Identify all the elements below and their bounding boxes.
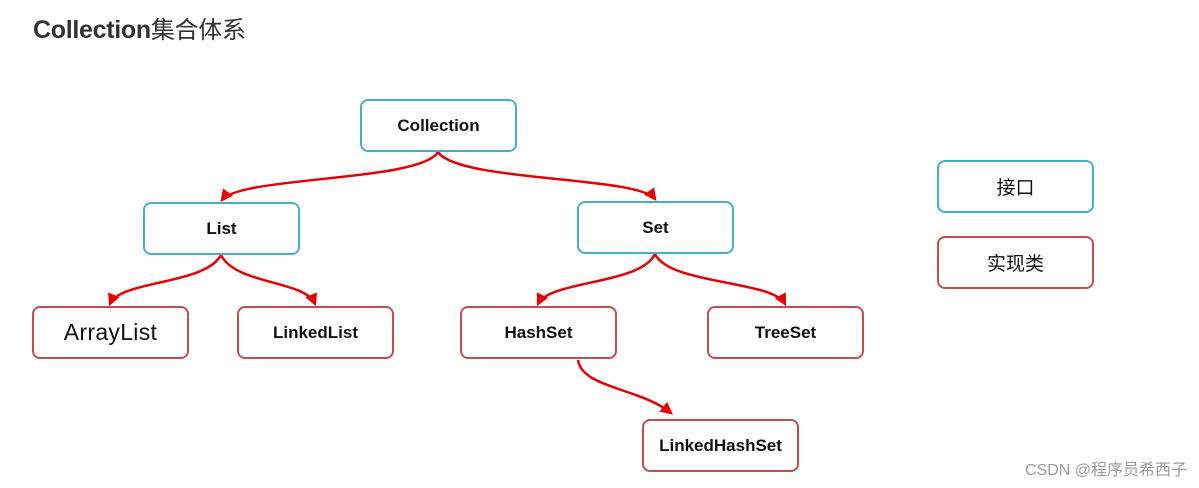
arrow-list-arraylist — [108, 254, 223, 307]
arrow-collection-list — [220, 151, 440, 202]
node-list: List — [143, 202, 300, 255]
arrow-set-treeset — [653, 253, 787, 307]
legend-interface: 接口 — [937, 160, 1094, 213]
node-treeset: TreeSet — [707, 306, 864, 359]
node-set: Set — [577, 201, 734, 254]
node-arraylist: ArrayList — [32, 306, 189, 359]
node-hashset: HashSet — [460, 306, 617, 359]
arrow-hashset-linkedhashset — [576, 359, 673, 415]
node-collection: Collection — [360, 99, 517, 152]
arrow-set-hashset — [536, 253, 657, 307]
node-linkedhashset: LinkedHashSet — [642, 419, 799, 472]
watermark: CSDN @程序员希西子 — [1024, 462, 1187, 479]
arrow-list-linkedlist — [219, 254, 317, 307]
legend-impl: 实现类 — [937, 236, 1094, 289]
node-linkedlist: LinkedList — [237, 306, 394, 359]
arrow-collection-set — [436, 151, 657, 202]
page-title: Collection集合体系 — [33, 10, 246, 45]
title-suffix: 集合体系 — [150, 16, 246, 44]
title-prefix: Collection — [33, 16, 151, 44]
